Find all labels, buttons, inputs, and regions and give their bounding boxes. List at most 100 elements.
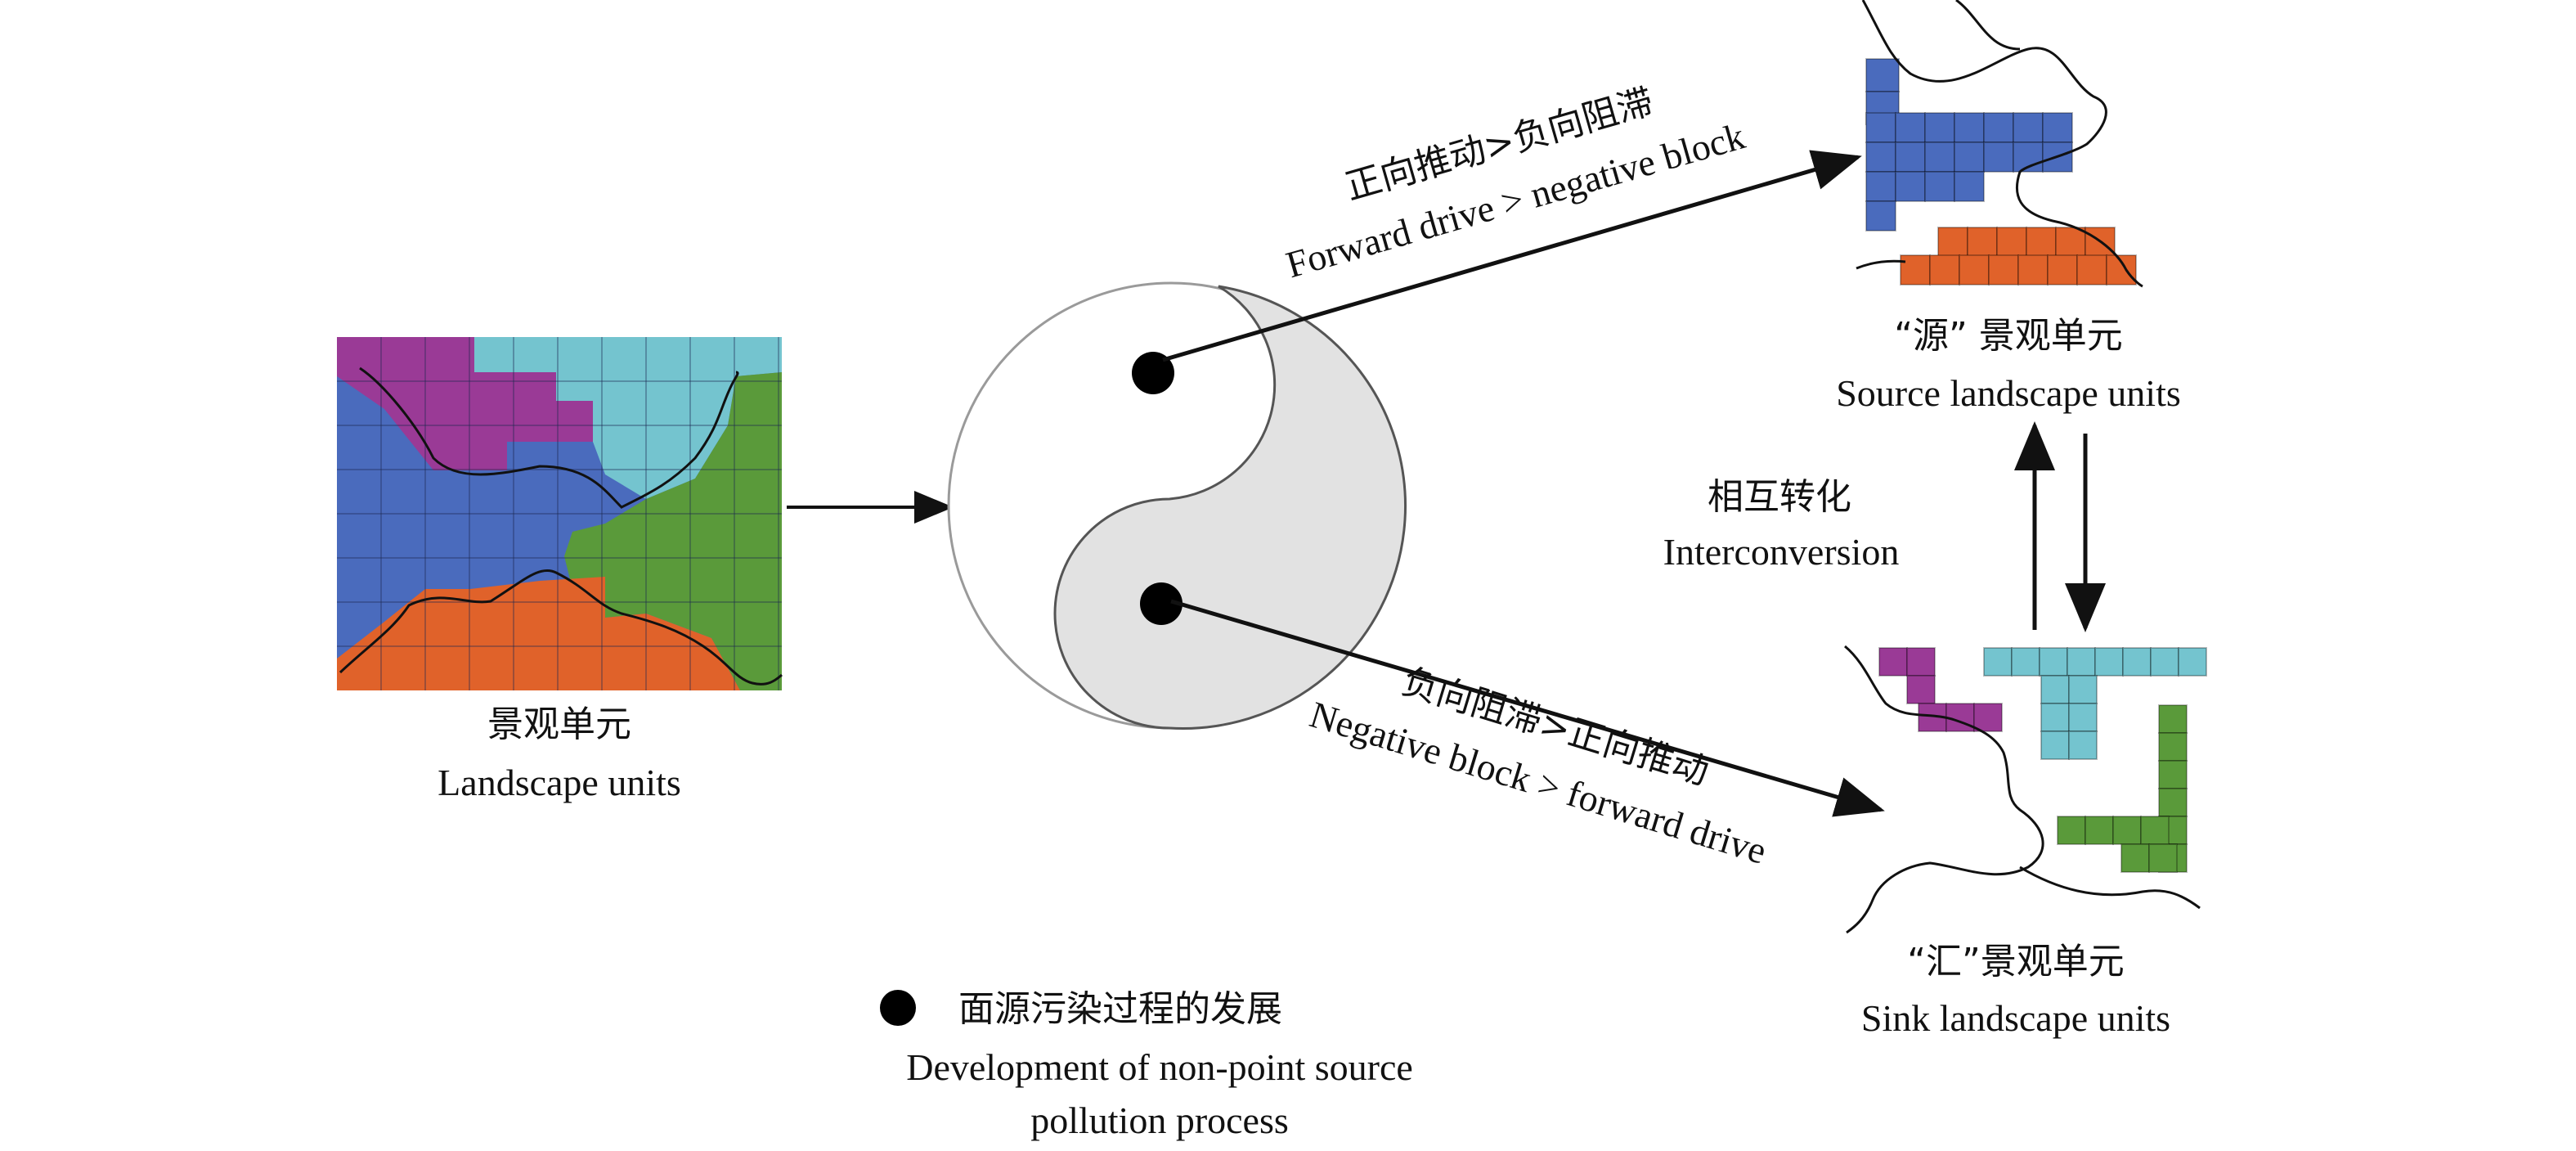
blue-cell — [1895, 171, 1926, 202]
blue-cell — [2013, 112, 2044, 143]
landscape-green-region — [564, 372, 782, 690]
cyan-cell — [2040, 675, 2070, 704]
cyan-cell — [2068, 703, 2098, 732]
green-cell — [2148, 843, 2178, 873]
orange-cell — [2026, 227, 2057, 258]
magenta-cell — [1945, 703, 1975, 732]
blue-cell — [1895, 142, 1926, 173]
interconversion: 相互转化 Interconversion — [1663, 421, 2106, 632]
cyan-cell — [2040, 731, 2070, 760]
green-cell — [2158, 760, 2188, 789]
cyan-cell — [2094, 647, 2124, 677]
orange-cell — [1900, 254, 1931, 286]
cyan-cell — [2011, 647, 2040, 677]
yin-yang-lower-dot — [1140, 582, 1183, 625]
arrow-to-source — [1162, 150, 1862, 362]
blue-cell — [1954, 171, 1985, 202]
green-cell — [2057, 816, 2086, 845]
orange-cell — [2106, 254, 2137, 286]
blue-cell — [1865, 171, 1896, 202]
orange-cell — [1929, 254, 1960, 286]
cyan-cell — [2040, 703, 2070, 732]
blue-cell — [1954, 142, 1985, 173]
source-landscape-units: “源” 景观单元 Source landscape units — [1836, 0, 2181, 414]
legend-label-cn: 面源污染过程的发展 — [958, 988, 1282, 1030]
cyan-cell — [2068, 675, 2098, 704]
landscape-orange-region — [337, 577, 740, 690]
landscape-boundary-curve-1 — [359, 366, 739, 509]
landscape-label-cn: 景观单元 — [487, 704, 631, 745]
blue-cell — [1865, 58, 1900, 92]
source-label-cn: “源” 景观单元 — [1894, 315, 2123, 357]
blue-cell — [1924, 142, 1955, 173]
orange-cell — [1937, 227, 1968, 258]
cyan-cell — [2039, 647, 2068, 677]
blue-cell — [1895, 112, 1926, 143]
negative-arrow-label: 负向阻滞>正向推动 Negative block > forward drive — [1305, 661, 1771, 872]
green-cell — [2112, 816, 2142, 845]
blue-cell — [1865, 142, 1896, 173]
orange-cell — [2047, 254, 2078, 286]
yin-yang-shaded-half — [1053, 285, 1407, 730]
yin-yang-symbol — [947, 281, 1407, 730]
blue-cell — [1924, 171, 1955, 202]
source-boundary-curve-1 — [1861, 0, 2143, 288]
sink-boundary-curve-1 — [1844, 645, 2044, 934]
interconversion-label-en: Interconversion — [1663, 531, 1900, 573]
green-cell — [2085, 816, 2114, 845]
blue-cell — [1983, 112, 2014, 143]
sink-label-cn: “汇”景观单元 — [1907, 941, 2125, 982]
cyan-cell — [2122, 647, 2152, 677]
orange-cell — [2055, 227, 2086, 258]
magenta-cell — [1878, 647, 1908, 677]
green-cell — [2120, 843, 2150, 873]
legend-label-en-line2: pollution process — [1030, 1099, 1289, 1141]
magenta-cell — [1906, 647, 1936, 677]
source-boundary-curve-2 — [1955, 0, 2021, 51]
landscape-map: 景观单元 Landscape units — [337, 337, 783, 803]
green-cell — [2158, 788, 2188, 817]
green-cell — [2140, 816, 2170, 845]
green-cell — [2158, 704, 2188, 734]
blue-cell — [1924, 112, 1955, 143]
landscape-magenta-region — [337, 337, 593, 470]
blue-cell — [1865, 112, 1896, 143]
landscape-grid-lines — [337, 337, 782, 690]
orange-cell — [1988, 254, 2019, 286]
blue-cell — [1954, 112, 1985, 143]
green-cell — [2158, 732, 2188, 762]
blue-cell — [1983, 142, 2014, 173]
orange-cell — [1967, 227, 1998, 258]
landscape-boundary-curve-2 — [339, 569, 783, 686]
orange-cell — [2076, 254, 2107, 286]
magenta-cell — [1973, 703, 2003, 732]
magenta-cell — [1906, 675, 1936, 704]
forward-arrow-label: 正向推动>负向阻滞 Forward drive > negative block — [1281, 80, 1749, 286]
legend-label-en-line1: Development of non-point source — [906, 1046, 1413, 1088]
sink-cells — [1878, 647, 2207, 873]
blue-cell — [1865, 200, 1896, 232]
blue-cell — [2042, 112, 2073, 143]
orange-cell — [2017, 254, 2049, 286]
orange-cell — [1996, 227, 2027, 258]
sink-landscape-units: “汇”景观单元 Sink landscape units — [1844, 645, 2207, 1039]
legend: 面源污染过程的发展 Development of non-point sourc… — [880, 988, 1413, 1141]
cyan-cell — [1983, 647, 2013, 677]
cyan-cell — [2178, 647, 2207, 677]
landscape-label-en: Landscape units — [438, 762, 681, 803]
source-cells — [1865, 58, 2137, 286]
source-boundary-curve-3 — [1856, 259, 1906, 270]
source-label-en: Source landscape units — [1836, 372, 2181, 414]
cyan-cell — [2150, 647, 2179, 677]
interconversion-label-cn: 相互转化 — [1708, 476, 1851, 518]
cyan-cell — [2067, 647, 2096, 677]
sink-label-en: Sink landscape units — [1861, 997, 2170, 1039]
cyan-cell — [2068, 731, 2098, 760]
orange-cell — [1959, 254, 1990, 286]
landscape-cyan-region — [474, 337, 782, 499]
yin-yang-upper-dot — [1132, 352, 1174, 394]
legend-dot-icon — [880, 990, 916, 1026]
sink-boundary-curve-2 — [2019, 865, 2201, 910]
arrow-to-sink — [1170, 599, 1885, 817]
